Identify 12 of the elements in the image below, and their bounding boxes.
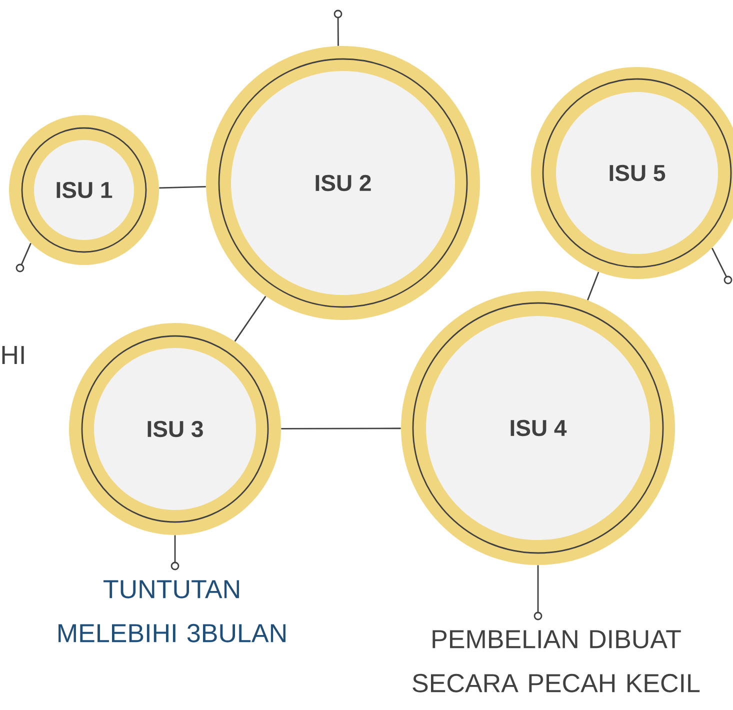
leader-line [334,10,342,46]
connector-line [281,428,401,430]
leader-line [534,565,542,620]
connector-line [587,272,600,300]
leader-line [170,535,180,570]
leader-line [711,248,732,284]
leader-line [16,242,32,272]
connector-line [159,186,206,189]
description-text: PEMBELIAN DIBUAT SECARA PECAH KECIL [412,630,700,692]
connector-line [234,296,266,342]
description-text: TUNTUTAN MELEBIHI 3BULAN [58,580,286,642]
side-label: HI [2,346,24,364]
